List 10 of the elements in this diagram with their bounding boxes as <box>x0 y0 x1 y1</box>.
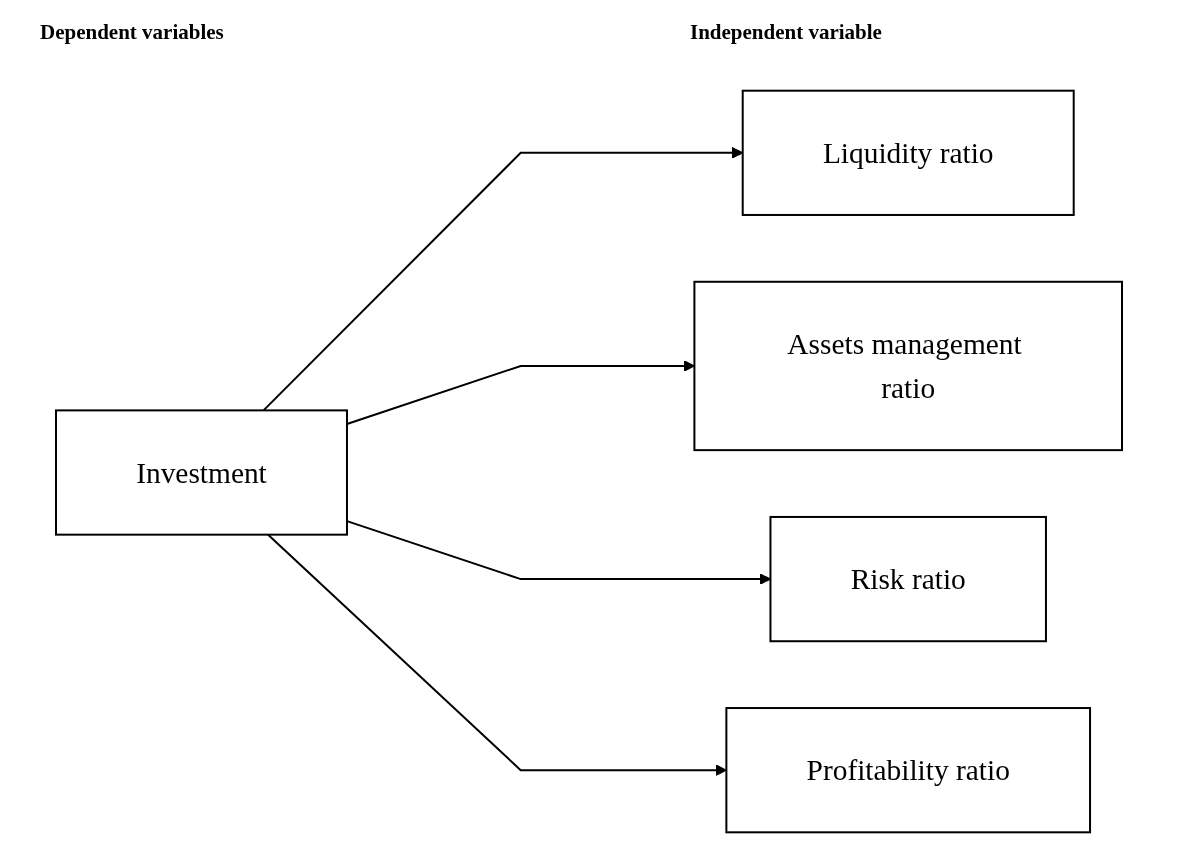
arrow <box>346 360 695 425</box>
node-box: Liquidity ratio <box>741 89 1075 216</box>
column-heading: Dependent variables <box>40 20 224 45</box>
arrow <box>267 533 727 777</box>
node-box: Risk ratio <box>769 515 1047 643</box>
node-box: Profitability ratio <box>725 707 1092 834</box>
arrow <box>346 520 771 585</box>
node-box: Assets management ratio <box>693 280 1123 452</box>
column-heading: Independent variable <box>690 20 882 45</box>
node-box: Investment <box>55 409 348 536</box>
